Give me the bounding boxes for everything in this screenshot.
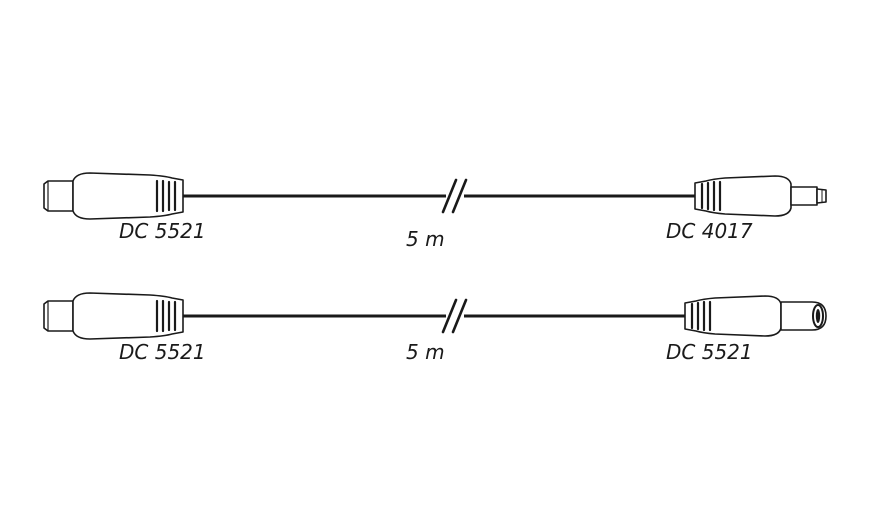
cable-2-left-connector-label: DC 5521 <box>119 340 206 364</box>
cable-1-right-connector-label: DC 4017 <box>666 219 753 243</box>
cable-2-length-label: 5 m <box>406 340 445 364</box>
cable-1-right-plug <box>694 175 827 217</box>
cable-2: DC 5521 5 m DC 5521 <box>43 292 827 364</box>
cable-1-left-plug <box>43 172 184 220</box>
cable-2-right-connector-label: DC 5521 <box>666 340 753 364</box>
cable-2-left-plug <box>43 292 184 340</box>
cable-1-left-connector-label: DC 5521 <box>119 219 206 243</box>
cable-1-break-mark <box>441 178 468 214</box>
cable-2-right-plug <box>684 295 827 337</box>
cable-1-length-label: 5 m <box>406 227 445 251</box>
cable-1: DC 5521 5 m DC 4017 <box>43 172 827 251</box>
cable-2-break-mark <box>441 298 468 334</box>
